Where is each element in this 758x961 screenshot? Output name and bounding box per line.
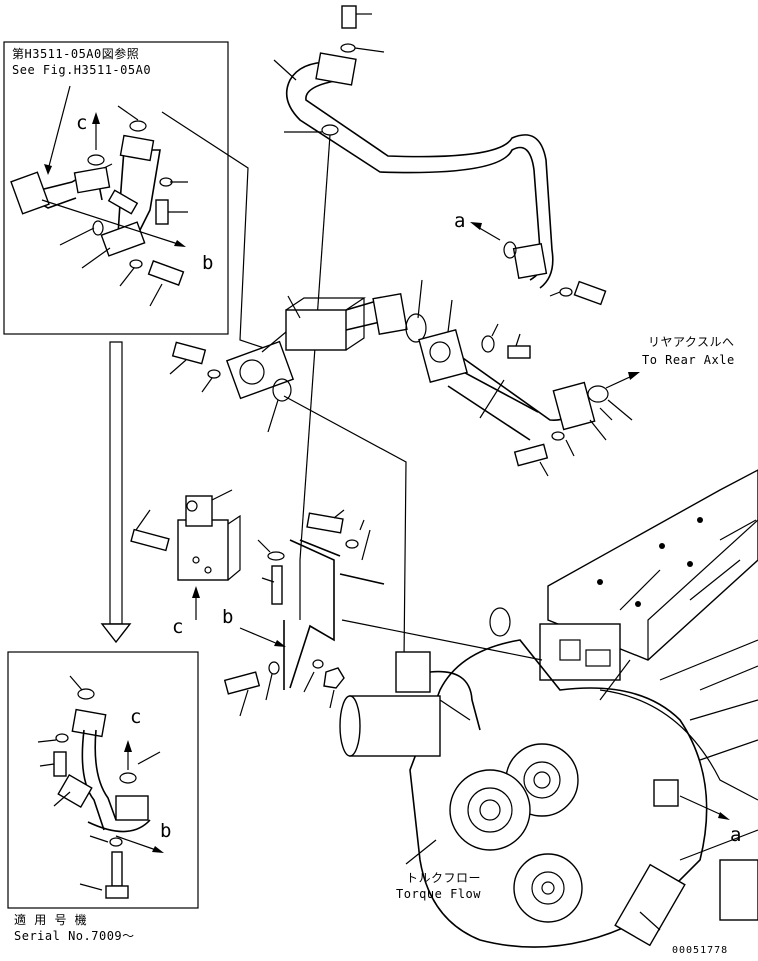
- inset-top-left: [3, 41, 229, 335]
- rear-axle-pipe: [418, 299, 640, 477]
- middle-valve: [169, 279, 427, 661]
- torque-flow-en: Torque Flow: [396, 887, 481, 901]
- torque-flow-jp: トルクフロー: [406, 871, 482, 885]
- serial-label-jp: 適 用 号 機: [14, 913, 88, 927]
- down-arrow: [100, 341, 132, 644]
- upper-pipe: [273, 5, 607, 561]
- callout-c-mid: c: [172, 616, 184, 638]
- callout-a-top: a: [454, 210, 466, 232]
- reference-note-jp: 第H3511-05A0図参照: [12, 47, 140, 61]
- solenoid-bracket: [130, 489, 385, 717]
- inset-bottom-left: [7, 651, 199, 909]
- callout-b-bottom: b: [160, 820, 172, 842]
- serial-label-en: Serial No.7009～: [14, 929, 135, 943]
- callout-a-bottom: a: [730, 824, 742, 846]
- transmission: [339, 469, 758, 948]
- callout-b-mid: b: [222, 606, 234, 628]
- callout-c-top: c: [76, 112, 88, 134]
- figure-number: 00051778: [672, 945, 729, 956]
- callout-b-top: b: [202, 252, 214, 274]
- reference-note-en: See Fig.H3511-05A0: [12, 63, 152, 77]
- callout-c-bottom: c: [130, 706, 142, 728]
- rear-axle-en: To Rear Axle: [642, 353, 735, 367]
- rear-axle-jp: リヤアクスルへ: [648, 335, 735, 349]
